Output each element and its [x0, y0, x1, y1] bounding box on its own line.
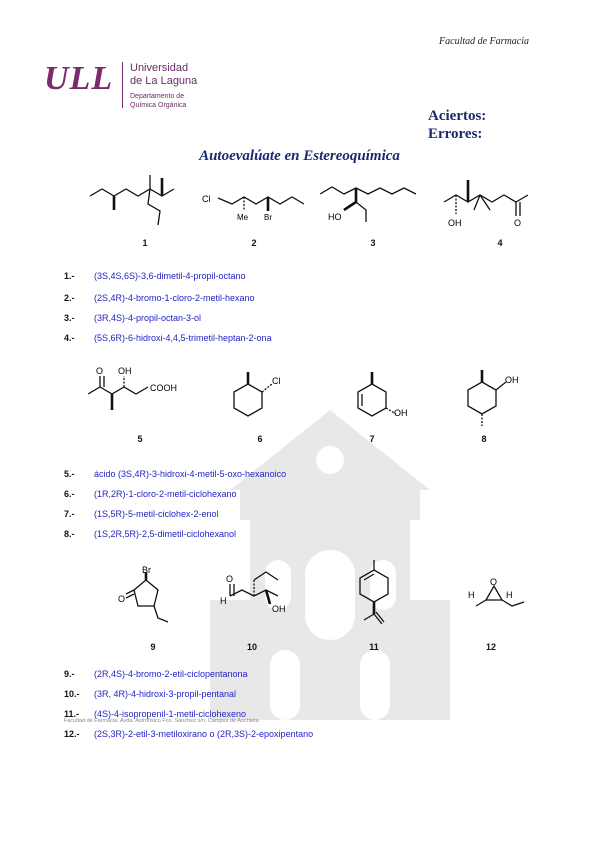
label-oh-4: OH: [448, 218, 462, 228]
correct-label: Aciertos:: [428, 108, 487, 124]
answer-number: 5.-: [64, 469, 75, 479]
label-h-12a: H: [468, 590, 475, 600]
molecule-number-4: 4: [497, 238, 503, 248]
molecule-number-3: 3: [370, 238, 376, 248]
answer-text: (2R,4S)-4-bromo-2-etil-ciclopentanona: [94, 669, 248, 679]
label-cl-2: Cl: [202, 194, 211, 204]
answer-11: 11.- (4S)-4-isopropenil-1-metil-ciclohexe…: [64, 708, 246, 720]
answer-4: 4.- (5S,6R)-6-hidroxi-4,4,5-trimetil-hept…: [64, 332, 272, 344]
answer-text: (3R, 4R)-4-hidroxi-3-propil-pentanal: [94, 689, 237, 699]
molecule-8: OH: [462, 366, 522, 428]
label-o-4: O: [514, 218, 521, 228]
answer-number: 6.-: [64, 489, 75, 499]
molecule-3: HO: [318, 172, 428, 232]
logo-university-line2: de La Laguna: [130, 75, 198, 87]
label-oh-8: OH: [505, 375, 519, 385]
answer-text: (1R,2R)-1-cloro-2-metil-ciclohexano: [94, 489, 237, 499]
molecule-number-2: 2: [251, 238, 257, 248]
molecule-4: OH O: [440, 172, 550, 237]
molecule-2: Cl Me Br: [202, 180, 312, 230]
molecule-number-5: 5: [137, 434, 143, 444]
molecule-6: Cl: [228, 370, 288, 430]
answer-number: 12.-: [64, 729, 80, 739]
molecule-number-10: 10: [246, 642, 257, 652]
molecule-11: [350, 556, 410, 636]
label-oh-5: OH: [118, 366, 132, 376]
label-h-12b: H: [506, 590, 513, 600]
molecule-number-7: 7: [369, 434, 375, 444]
answer-3: 3.- (3R,4S)-4-propil-octan-3-ol: [64, 312, 201, 324]
molecule-number-9: 9: [150, 642, 156, 652]
answer-2: 2.- (2S,4R)-4-bromo-1-cloro-2-metil-hexan…: [64, 292, 255, 304]
label-cl-6: Cl: [272, 376, 281, 386]
logo-separator: [122, 62, 123, 108]
answer-text: (3R,4S)-4-propil-octan-3-ol: [94, 313, 202, 323]
molecule-10: O H OH: [218, 562, 298, 622]
answer-text: (4S)-4-isopropenil-1-metil-ciclohexeno: [94, 709, 247, 719]
molecule-1: [88, 170, 198, 240]
label-o-9: O: [118, 594, 125, 604]
label-o-5: O: [96, 366, 103, 376]
answer-6: 6.- (1R,2R)-1-cloro-2-metil-ciclohexano: [64, 488, 237, 500]
answer-10: 10.- (3R, 4R)-4-hidroxi-3-propil-pentanal: [64, 688, 236, 700]
molecule-5: O OH COOH: [82, 364, 202, 424]
logo-department-line2: Química Orgánica: [130, 102, 187, 109]
answer-number: 3.-: [64, 313, 75, 323]
label-me-2: Me: [237, 213, 249, 222]
building-watermark: [210, 410, 450, 720]
label-ho-3: HO: [328, 212, 342, 222]
answer-text: (2S,4R)-4-bromo-1-cloro-2-metil-hexano: [94, 293, 255, 303]
label-o-10: O: [226, 574, 233, 584]
label-o-12: O: [490, 577, 497, 587]
answer-text: (2S,3R)-2-etil-3-metiloxirano o (2R,3S)-…: [94, 729, 314, 739]
logo-mark: ULL: [44, 60, 114, 97]
answer-number: 2.-: [64, 293, 75, 303]
molecule-number-6: 6: [257, 434, 263, 444]
logo-university: Universidad de La Laguna: [130, 62, 197, 88]
faculty-header: Facultad de Farmacia: [439, 36, 529, 47]
answer-9: 9.- (2R,4S)-4-bromo-2-etil-ciclopentanona: [64, 668, 248, 680]
answer-text: ácido (3S,4R)-3-hidroxi-4-metil-5-oxo-he…: [94, 469, 287, 479]
molecule-number-8: 8: [481, 434, 487, 444]
label-br-2: Br: [264, 213, 272, 222]
answer-number: 9.-: [64, 669, 75, 679]
answer-number: 7.-: [64, 509, 75, 519]
answer-8: 8.- (1S,2R,5R)-2,5-dimetil-ciclohexanol: [64, 528, 236, 540]
molecule-12: O H H: [462, 576, 542, 616]
answer-7: 7.- (1S,5R)-5-metil-ciclohex-2-enol: [64, 508, 219, 520]
molecule-7: OH: [352, 370, 412, 430]
answer-text: (5S,6R)-6-hidroxi-4,4,5-trimetil-heptan-…: [94, 333, 272, 343]
answer-text: (1S,5R)-5-metil-ciclohex-2-enol: [94, 509, 219, 519]
logo-department-line1: Departamento de: [130, 93, 185, 100]
answer-number: 4.-: [64, 333, 75, 343]
page-title: Autoevalúate en Estereoquímica: [199, 148, 400, 164]
molecule-number-11: 11: [369, 642, 379, 652]
answer-text: (1S,2R,5R)-2,5-dimetil-ciclohexanol: [94, 529, 237, 539]
answer-12: 12.- (2S,3R)-2-etil-3-metiloxirano o (2R,…: [64, 728, 313, 740]
label-oh-7: OH: [394, 408, 408, 418]
answer-number: 11.-: [64, 709, 80, 719]
molecule-number-1: 1: [142, 238, 148, 248]
university-logo: ULL Universidad de La Laguna Departament…: [44, 56, 214, 112]
answer-5: 5.- ácido (3S,4R)-3-hidroxi-4-metil-5-oxo…: [64, 468, 286, 480]
molecule-9: Br O: [118, 566, 178, 626]
label-oh-10: OH: [272, 604, 286, 614]
page-footer: Facultad de Farmacia. Avda. Astrofísico …: [64, 718, 259, 724]
answer-1: 1.- (3S,4S,6S)-3,6-dimetil-4-propil-octan…: [64, 270, 246, 282]
errors-label: Errores:: [428, 126, 483, 142]
answer-number: 8.-: [64, 529, 75, 539]
logo-department: Departamento de Química Orgánica: [130, 92, 186, 110]
logo-university-line1: Universidad: [130, 62, 189, 74]
label-cooh-5: COOH: [150, 383, 177, 393]
answer-text: (3S,4S,6S)-3,6-dimetil-4-propil-octano: [94, 271, 246, 281]
molecule-number-12: 12: [485, 642, 496, 652]
label-h-10: H: [220, 596, 227, 606]
label-br-9: Br: [142, 566, 151, 575]
answer-number: 1.-: [64, 271, 75, 281]
answer-number: 10.-: [64, 689, 80, 699]
